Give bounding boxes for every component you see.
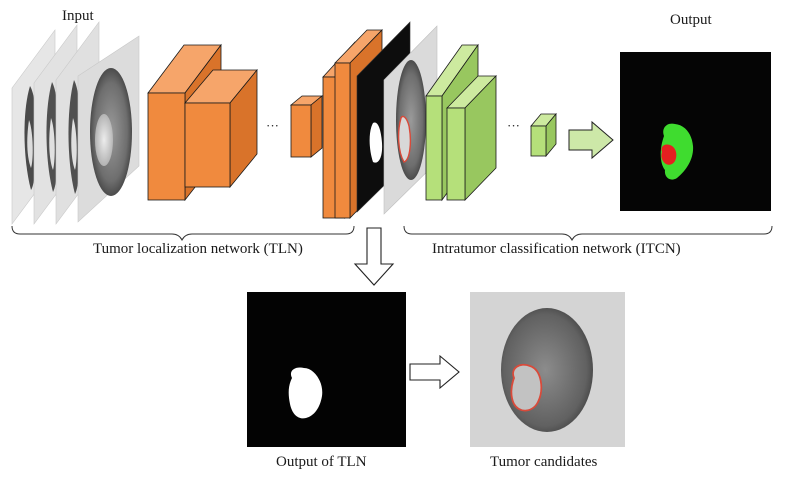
input-slice-4	[77, 35, 140, 223]
itcn-label: Intratumor classification network (ITCN)	[432, 241, 681, 257]
tln-layer-block-2	[184, 68, 258, 189]
output-segmentation-image	[620, 52, 771, 211]
output-of-tln-label: Output of TLN	[276, 454, 367, 470]
itcn-brace	[403, 225, 773, 242]
itcn-layer-block-2	[446, 75, 497, 201]
arrow-to-tumor-candidates	[409, 354, 460, 390]
tln-label: Tumor localization network (TLN)	[93, 241, 303, 257]
itcn-ellipsis: ···	[507, 118, 520, 133]
tumor-candidates-label: Tumor candidates	[490, 454, 598, 470]
itcn-layer-block-3	[530, 112, 557, 158]
tln-layer-block-3	[289, 95, 324, 158]
tln-brace	[11, 225, 355, 242]
tln-ellipsis: ···	[266, 118, 279, 133]
candidate-slice-plane	[383, 25, 438, 215]
arrow-to-output	[568, 120, 614, 160]
arrow-down-to-tln-output	[353, 227, 395, 286]
output-of-tln-image	[247, 292, 406, 447]
input-slices	[11, 21, 140, 225]
output-label: Output	[670, 12, 712, 28]
tumor-candidates-image	[470, 292, 625, 447]
input-label: Input	[62, 8, 94, 24]
